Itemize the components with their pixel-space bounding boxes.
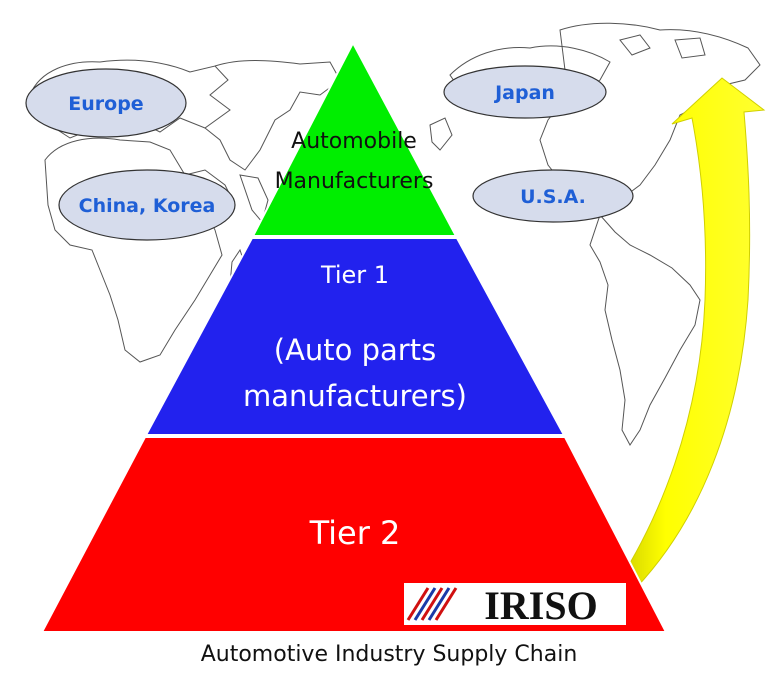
tier1-title: Tier 1 — [320, 261, 389, 289]
iriso-logo-text: IRISO — [484, 583, 597, 628]
tier1-label-line2: manufacturers) — [243, 379, 467, 413]
tier1-label-line1: (Auto parts — [274, 333, 436, 367]
region-label-china-korea: China, Korea — [79, 195, 216, 217]
region-japan: Japan — [443, 65, 607, 119]
pyramid-top-tier — [251, 40, 458, 237]
growth-arrow-body — [610, 77, 766, 593]
growth-arrow — [610, 77, 766, 593]
top-tier-label-line1: Automobile — [291, 129, 417, 154]
tier2-title: Tier 2 — [309, 514, 401, 552]
region-label-europe: Europe — [68, 93, 143, 115]
iriso-logo: IRISO — [404, 583, 626, 628]
region-europe: Europe — [25, 68, 187, 138]
region-label-usa: U.S.A. — [520, 186, 586, 208]
region-china-korea: China, Korea — [58, 169, 236, 241]
pyramid-middle-tier — [144, 237, 566, 436]
region-label-japan: Japan — [493, 82, 555, 104]
diagram-caption: Automotive Industry Supply Chain — [200, 642, 578, 667]
region-usa: U.S.A. — [472, 169, 634, 223]
top-tier-label-line2: Manufacturers — [275, 169, 434, 194]
